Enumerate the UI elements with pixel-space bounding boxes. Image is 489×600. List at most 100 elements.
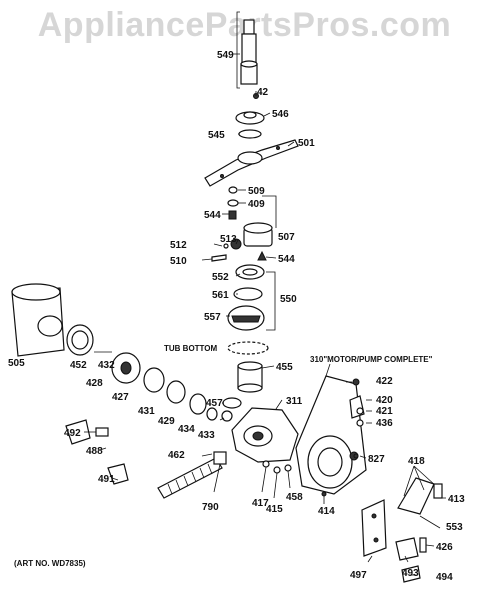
label-557: 557 — [204, 312, 221, 323]
part-545-ring[interactable] — [238, 129, 262, 139]
part-557-impeller[interactable] — [227, 305, 265, 331]
part-310-motor-pump-complete[interactable] — [295, 375, 367, 495]
part-455-pump-cap[interactable] — [237, 361, 263, 393]
part-790-coupling[interactable] — [213, 451, 227, 465]
part-427-ring[interactable] — [143, 367, 165, 393]
part-433-nut[interactable] — [221, 410, 233, 422]
label-553: 553 — [446, 522, 463, 533]
part-561-ring[interactable] — [233, 287, 263, 301]
part-501-spray-arm[interactable] — [204, 139, 299, 187]
label-432: 432 — [98, 360, 115, 371]
label-549: 549 — [217, 50, 234, 61]
label-428: 428 — [86, 378, 103, 389]
part-549-tube[interactable] — [236, 11, 258, 89]
label-462: 462 — [168, 450, 185, 461]
label-417: 417 — [252, 498, 269, 509]
label-561: 561 — [212, 290, 229, 301]
part-509-screw[interactable] — [228, 186, 238, 194]
label-552: 552 — [212, 272, 229, 283]
part-544-upper[interactable] — [228, 210, 237, 220]
part-409-washer[interactable] — [227, 199, 239, 207]
label-436: 436 — [376, 418, 393, 429]
label-429: 429 — [158, 416, 175, 427]
part-492-bracket[interactable] — [65, 419, 91, 445]
part-505-filter-housing[interactable] — [11, 283, 65, 357]
part-491-bracket[interactable] — [107, 463, 129, 485]
label-491: 491 — [98, 474, 115, 485]
label-544-upper: 544 — [204, 210, 221, 221]
label-431: 431 — [138, 406, 155, 417]
part-512-screw[interactable] — [223, 243, 229, 249]
part-457-ring[interactable] — [222, 397, 242, 409]
part-415-nut[interactable] — [273, 466, 281, 474]
part-493-valve[interactable] — [395, 537, 419, 561]
part-462-drain-hose[interactable] — [157, 457, 223, 499]
part-436-clip[interactable] — [356, 419, 364, 427]
part-418-switch[interactable] — [397, 465, 437, 515]
label-311: 311 — [286, 396, 303, 407]
part-494-plug[interactable] — [401, 565, 421, 583]
label-427: 427 — [112, 392, 129, 403]
label-488: 488 — [86, 446, 103, 457]
label-457: 457 — [206, 398, 223, 409]
tub-bottom-ring — [227, 341, 269, 355]
part-417-nut[interactable] — [262, 460, 270, 468]
label-790: 790 — [202, 502, 219, 513]
part-827-screw[interactable] — [353, 453, 359, 459]
label-494: 494 — [436, 572, 453, 583]
part-429-seal[interactable] — [189, 393, 207, 415]
label-550: 550 — [280, 294, 297, 305]
label-434: 434 — [178, 424, 195, 435]
label-409: 409 — [248, 199, 265, 210]
art-number: (ART NO. WD7835) — [14, 559, 86, 568]
label-422: 422 — [376, 376, 393, 387]
label-512: 512 — [170, 240, 187, 251]
part-546-washer[interactable] — [235, 111, 265, 125]
caption-motor-pump-complete: 310"MOTOR/PUMP COMPLETE" — [310, 355, 433, 364]
part-458-nut[interactable] — [284, 464, 292, 472]
part-431-ring[interactable] — [166, 380, 186, 404]
part-422-screw[interactable] — [352, 378, 360, 386]
part-434-ring[interactable] — [206, 407, 218, 421]
part-488-clip[interactable] — [95, 427, 109, 437]
label-492: 492 — [64, 428, 81, 439]
leader-lines — [84, 53, 446, 576]
part-420-bracket[interactable] — [349, 395, 365, 419]
part-428-gear[interactable] — [111, 352, 141, 384]
part-426-rod[interactable] — [419, 537, 427, 553]
label-545: 545 — [208, 130, 225, 141]
label-452: 452 — [70, 360, 87, 371]
label-546: 546 — [272, 109, 289, 120]
part-452-clamp[interactable] — [66, 324, 94, 356]
label-507: 507 — [278, 232, 295, 243]
part-552-gear[interactable] — [235, 264, 265, 280]
part-421-clip[interactable] — [356, 407, 364, 415]
label-426: 426 — [436, 542, 453, 553]
label-510: 510 — [170, 256, 187, 267]
label-509: 509 — [248, 186, 265, 197]
label-420: 420 — [376, 395, 393, 406]
label-415: 415 — [266, 504, 283, 515]
label-433: 433 — [198, 430, 215, 441]
part-labels: 549 42 546 545 501 509 409 544 507 512 5… — [8, 50, 465, 583]
label-42: 42 — [257, 87, 269, 98]
part-507-hub[interactable] — [243, 222, 273, 247]
label-421: 421 — [376, 406, 393, 417]
part-510-screw[interactable] — [211, 254, 227, 262]
part-497-bracket[interactable] — [361, 499, 387, 557]
label-414: 414 — [318, 506, 335, 517]
label-458: 458 — [286, 492, 303, 503]
label-544-lower: 544 — [278, 254, 295, 265]
caption-tub-bottom: TUB BOTTOM — [164, 344, 218, 353]
label-413: 413 — [448, 494, 465, 505]
part-553-lever[interactable] — [419, 515, 441, 529]
part-544-lower[interactable] — [257, 250, 267, 261]
part-413-spring[interactable] — [433, 483, 443, 499]
label-455: 455 — [276, 362, 293, 373]
label-493: 493 — [402, 568, 419, 579]
part-414-screw[interactable] — [321, 491, 327, 497]
part-311-pump-housing[interactable] — [231, 407, 299, 463]
label-513: 513 — [220, 234, 237, 245]
label-501: 501 — [298, 138, 315, 149]
